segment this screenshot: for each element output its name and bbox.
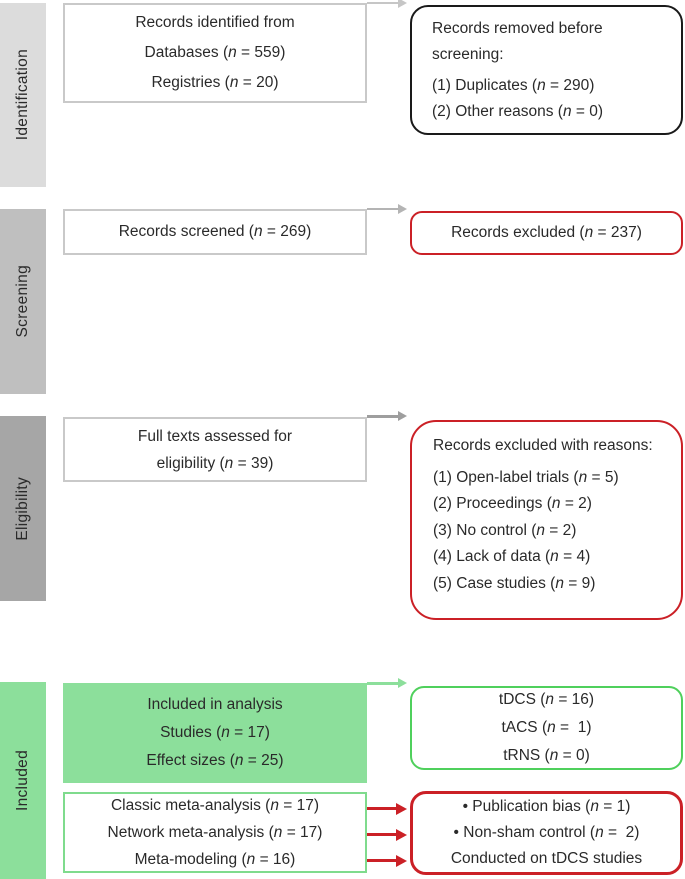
stage-label-text: Eligibility (14, 476, 31, 541)
text-line: Registries (n = 20) (151, 74, 279, 91)
text-line: Included in analysis (147, 696, 283, 713)
box-records-excluded: Records excluded (n = 237) (410, 211, 683, 255)
text-line: Effect sizes (n = 25) (146, 752, 284, 769)
text-line: • Publication bias (n = 1) (462, 798, 631, 815)
stage-label-text: Screening (14, 265, 31, 338)
text-line: Meta-modeling (n = 16) (134, 851, 296, 868)
text-line: (1) Open-label trials (n = 5) (433, 468, 619, 486)
arrow-eligibility (367, 415, 398, 418)
arrow-classic-meta-analysis (367, 807, 396, 810)
arrow-included (367, 682, 398, 685)
box-records-screened: Records screened (n = 269) (63, 209, 367, 255)
text-line: Conducted on tDCS studies (450, 850, 643, 867)
text-line: tDCS (n = 16) (498, 691, 595, 708)
text-line: tRNS (n = 0) (503, 747, 590, 764)
stage-label-screening: Screening (0, 209, 46, 394)
arrow-identification (367, 2, 398, 4)
box-full-texts-assessed: Full texts assessed for eligibility (n = … (63, 417, 367, 482)
text-line: (2) Proceedings (n = 2) (433, 495, 592, 512)
box-records-removed: Records removed before screening: (1) Dup… (410, 5, 683, 135)
text-line: Network meta-analysis (n = 17) (107, 824, 323, 841)
text-line: Records excluded with reasons: (433, 437, 653, 454)
text-line: Studies (n = 17) (160, 724, 270, 741)
text-line: (3) No control (n = 2) (433, 521, 577, 539)
box-analysis-methods: Classic meta-analysis (n = 17) Network me… (63, 792, 367, 873)
text-line: • Non-sham control (n = 2) (453, 824, 640, 841)
stage-label-identification: Identification (0, 3, 46, 187)
stage-label-text: Included (14, 749, 31, 811)
text-line: (1) Duplicates (n = 290) (432, 77, 595, 94)
box-records-excluded-reasons: Records excluded with reasons: (1) Open-l… (410, 420, 683, 620)
box-sensitivity-checks: • Publication bias (n = 1) • Non-sham con… (410, 791, 683, 875)
text-line: (4) Lack of data (n = 4) (433, 548, 591, 565)
text-line: (2) Other reasons (n = 0) (432, 103, 604, 120)
box-stimulation-types: tDCS (n = 16) tACS (n = 1) tRNS (n = 0) (410, 686, 683, 770)
stage-label-included: Included (0, 682, 46, 879)
text-line: Records excluded (n = 237) (451, 224, 642, 241)
text-line: (5) Case studies (n = 9) (433, 574, 596, 592)
arrow-meta-modeling (367, 859, 396, 862)
text-line: tACS (n = 1) (501, 719, 592, 736)
text-line: Full texts assessed for (137, 427, 293, 445)
text-line: Records screened (n = 269) (118, 223, 312, 240)
stage-label-text: Identification (14, 49, 31, 141)
text-line: Records removed before screening: (432, 20, 607, 63)
text-line: Databases (n = 559) (144, 44, 286, 61)
arrow-network-meta-analysis (367, 833, 396, 836)
stage-label-eligibility: Eligibility (0, 416, 46, 601)
text-line: eligibility (n = 39) (156, 454, 274, 472)
arrow-screening (367, 208, 398, 210)
text-line: Classic meta-analysis (n = 17) (110, 797, 320, 814)
text-line: Records identified from (135, 14, 295, 31)
